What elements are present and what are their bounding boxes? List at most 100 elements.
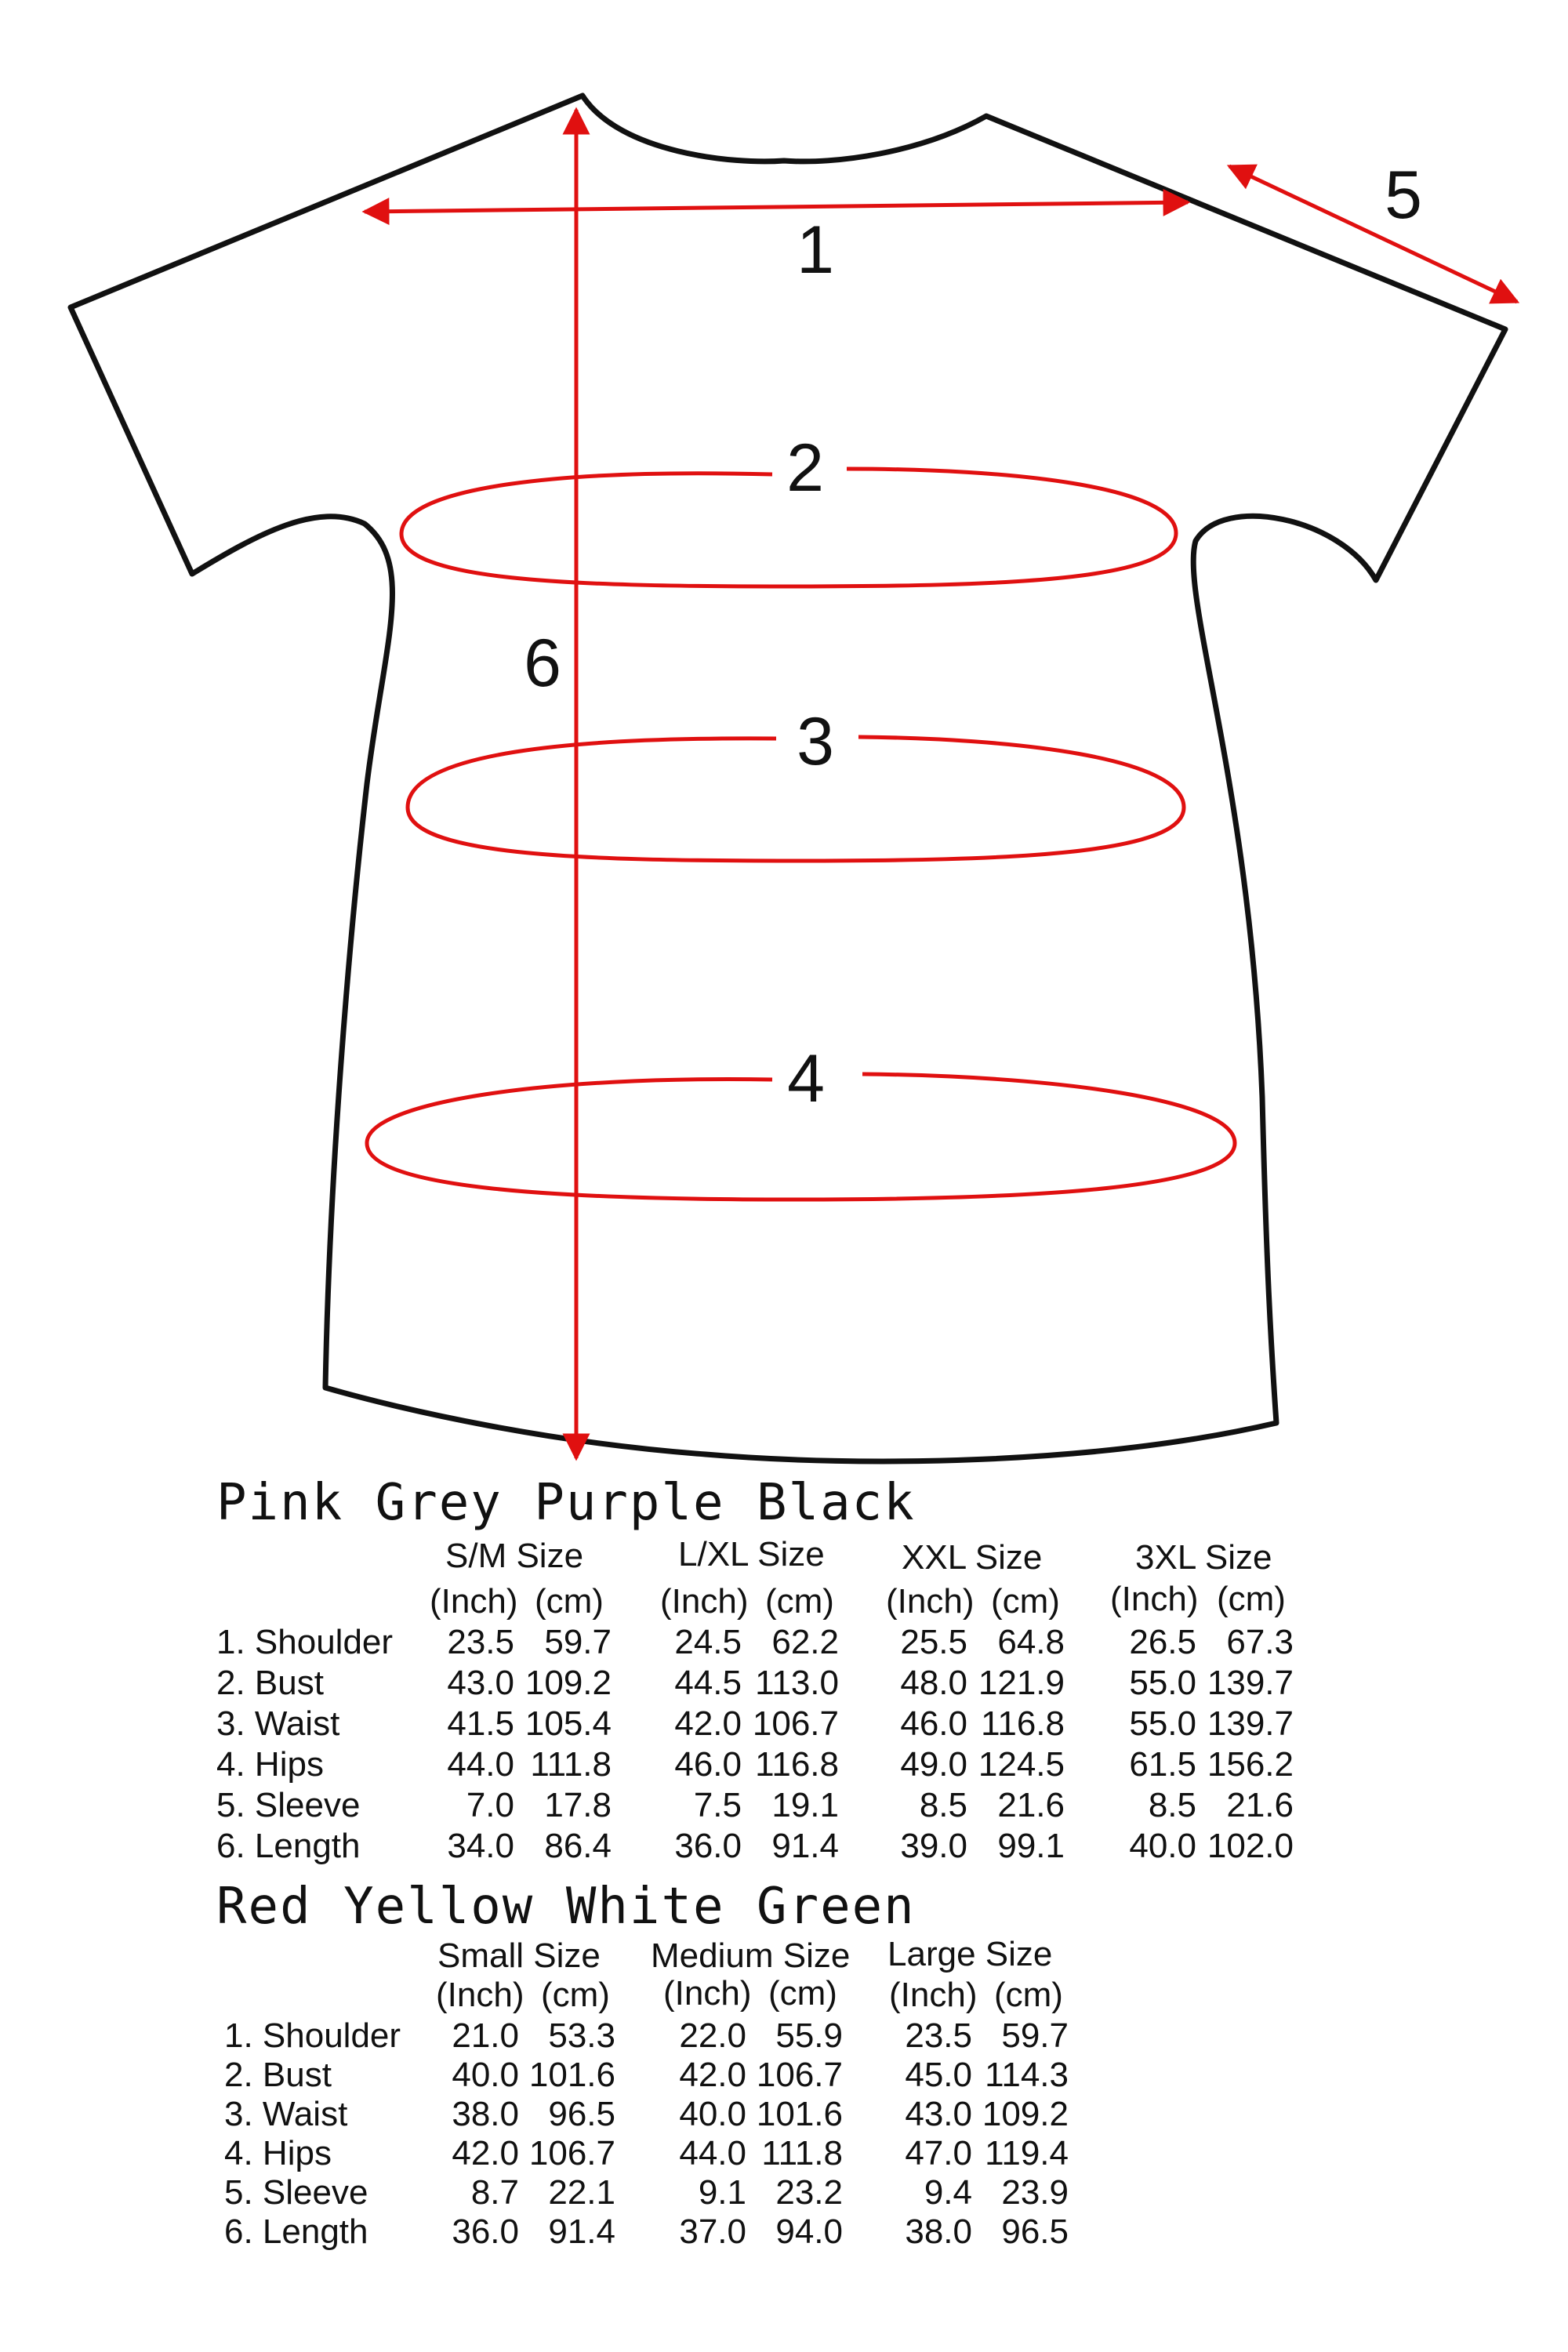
value-cell: 22.1 — [548, 2173, 615, 2212]
value-cell: 8.5 — [1148, 1786, 1196, 1824]
value-cell: 53.3 — [548, 2016, 615, 2055]
value-cell: 55.9 — [775, 2016, 843, 2055]
value-cell: 102.0 — [1207, 1827, 1294, 1865]
value-cell: 109.2 — [982, 2095, 1069, 2133]
value-cell: 49.0 — [900, 1745, 967, 1784]
color-group-title: Red Yellow White Green — [216, 1878, 916, 1936]
unit-inch-header: (Inch) — [663, 1974, 752, 2013]
unit-inch-header: (Inch) — [889, 1976, 978, 2014]
color-group-title: Pink Grey Purple Black — [216, 1474, 916, 1532]
value-cell: 8.7 — [470, 2173, 519, 2212]
unit-inch-header: (Inch) — [886, 1582, 975, 1621]
value-cell: 43.0 — [447, 1664, 514, 1702]
measure-row-label: 3. Waist — [216, 1704, 340, 1743]
value-cell: 96.5 — [1001, 2212, 1069, 2251]
value-cell: 7.5 — [693, 1786, 742, 1824]
value-cell: 99.1 — [997, 1827, 1065, 1865]
value-cell: 8.5 — [919, 1786, 967, 1824]
value-cell: 124.5 — [978, 1745, 1065, 1784]
value-cell: 42.0 — [679, 2056, 746, 2094]
size-header: XXL Size — [902, 1538, 1043, 1577]
tshirt-outline — [67, 93, 1508, 1465]
value-cell: 46.0 — [674, 1745, 742, 1784]
measure-row-label: 2. Bust — [224, 2056, 332, 2094]
value-cell: 111.8 — [530, 1745, 612, 1784]
label-4: 4 — [787, 1041, 825, 1116]
measure-row-label: 6. Length — [224, 2212, 368, 2251]
unit-inch-header: (Inch) — [430, 1582, 518, 1621]
value-cell: 109.2 — [524, 1664, 612, 1702]
value-cell: 34.0 — [447, 1827, 514, 1865]
value-cell: 38.0 — [452, 2095, 519, 2133]
waist-loop — [405, 735, 1186, 863]
size-header: S/M Size — [445, 1537, 584, 1575]
value-cell: 101.6 — [756, 2095, 843, 2133]
value-cell: 44.0 — [679, 2134, 746, 2172]
measure-row-label: 2. Bust — [216, 1664, 324, 1702]
value-cell: 21.0 — [452, 2016, 519, 2055]
value-cell: 67.3 — [1226, 1623, 1294, 1661]
value-cell: 39.0 — [900, 1827, 967, 1865]
value-cell: 9.1 — [698, 2173, 746, 2212]
unit-inch-header: (Inch) — [660, 1582, 749, 1621]
value-cell: 45.0 — [905, 2056, 972, 2094]
value-cell: 91.4 — [771, 1827, 839, 1865]
unit-cm-header: (cm) — [765, 1582, 834, 1621]
value-cell: 55.0 — [1129, 1664, 1196, 1702]
unit-cm-header: (cm) — [1217, 1580, 1286, 1618]
measure-row-label: 4. Hips — [224, 2134, 332, 2172]
value-cell: 55.0 — [1129, 1704, 1196, 1743]
sleeve-arrow — [1226, 164, 1520, 304]
label-1: 1 — [797, 212, 834, 288]
size-header: Small Size — [437, 1936, 601, 1975]
value-cell: 64.8 — [997, 1623, 1065, 1661]
value-cell: 36.0 — [452, 2212, 519, 2251]
measure-row-label: 1. Shoulder — [216, 1623, 394, 1661]
size-header: L/XL Size — [678, 1535, 825, 1573]
value-cell: 40.0 — [679, 2095, 746, 2133]
value-cell: 19.1 — [771, 1786, 839, 1824]
hips-loop — [365, 1072, 1237, 1202]
value-cell: 113.0 — [755, 1664, 839, 1702]
measure-row-label: 6. Length — [216, 1827, 361, 1865]
unit-cm-header: (cm) — [991, 1582, 1060, 1621]
value-cell: 62.2 — [771, 1623, 839, 1661]
value-cell: 59.7 — [1001, 2016, 1069, 2055]
value-cell: 26.5 — [1129, 1623, 1196, 1661]
value-cell: 24.5 — [674, 1623, 742, 1661]
tshirt-measurement-diagram: 1 2 3 4 5 6 — [67, 93, 1520, 1465]
size-header: Large Size — [887, 1935, 1053, 1973]
value-cell: 25.5 — [900, 1623, 967, 1661]
value-cell: 101.6 — [528, 2056, 615, 2094]
value-cell: 7.0 — [466, 1786, 514, 1824]
value-cell: 44.5 — [674, 1664, 742, 1702]
unit-cm-header: (cm) — [768, 1974, 837, 2013]
label-2: 2 — [786, 430, 824, 506]
value-cell: 21.6 — [1226, 1786, 1294, 1824]
value-cell: 42.0 — [674, 1704, 742, 1743]
unit-cm-header: (cm) — [994, 1976, 1063, 2014]
value-cell: 106.7 — [528, 2134, 615, 2172]
measure-row-label: 5. Sleeve — [216, 1786, 361, 1824]
unit-cm-header: (cm) — [535, 1582, 604, 1621]
value-cell: 41.5 — [447, 1704, 514, 1743]
value-cell: 44.0 — [447, 1745, 514, 1784]
measure-row-label: 3. Waist — [224, 2095, 348, 2133]
measure-row-label: 5. Sleeve — [224, 2173, 368, 2212]
value-cell: 9.4 — [924, 2173, 972, 2212]
size-header: Medium Size — [651, 1936, 851, 1975]
value-cell: 139.7 — [1207, 1704, 1294, 1743]
measure-row-label: 1. Shoulder — [224, 2016, 401, 2055]
value-cell: 22.0 — [679, 2016, 746, 2055]
size-header: 3XL Size — [1135, 1538, 1272, 1577]
value-cell: 21.6 — [997, 1786, 1065, 1824]
value-cell: 23.9 — [1001, 2173, 1069, 2212]
value-cell: 40.0 — [1129, 1827, 1196, 1865]
value-cell: 105.4 — [524, 1704, 612, 1743]
value-cell: 116.8 — [981, 1704, 1065, 1743]
value-cell: 23.5 — [447, 1623, 514, 1661]
bust-loop — [399, 466, 1178, 589]
value-cell: 61.5 — [1129, 1745, 1196, 1784]
value-cell: 119.4 — [985, 2134, 1069, 2172]
shoulder-arrow — [361, 188, 1191, 226]
